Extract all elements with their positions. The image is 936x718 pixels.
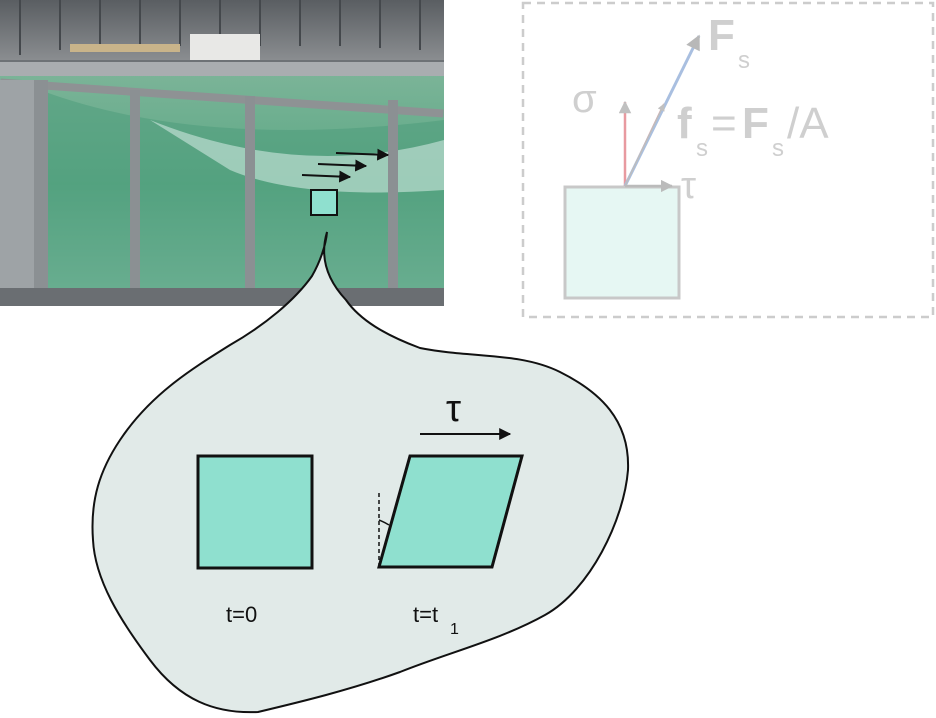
stress-square <box>563 185 681 300</box>
force-label: F <box>708 11 735 60</box>
shear-angle-arc <box>378 519 390 526</box>
eq-equals: = <box>711 99 737 148</box>
dashed-frame <box>521 1 935 319</box>
callout-blob <box>91 231 630 714</box>
force-subscript: s <box>738 47 750 74</box>
eq-F: F <box>742 99 769 148</box>
fluid-element-t1 <box>377 454 524 569</box>
time-label-t1: t=t <box>413 602 438 627</box>
sigma-label: σ <box>572 77 597 121</box>
stress-vector-panel: σ τ F s f s = F s /A <box>521 1 935 319</box>
time-label-t0: t=0 <box>226 602 257 627</box>
shear-stress-label: τ <box>446 388 461 430</box>
stress-equation: f s = F s /A <box>677 99 829 162</box>
zoom-callout: τ t=0 t=t 1 <box>91 231 630 714</box>
eq-F-sub: s <box>772 135 784 162</box>
photo-fluid-element <box>310 189 338 216</box>
fluid-element-t0 <box>196 454 314 570</box>
eq-over-A: /A <box>787 99 829 148</box>
eq-f: f <box>677 99 692 148</box>
time-label-t1-subscript: 1 <box>450 621 459 638</box>
water-tank-photo <box>0 0 444 306</box>
eq-f-sub: s <box>696 135 708 162</box>
tau-label-faded: τ <box>681 165 696 207</box>
